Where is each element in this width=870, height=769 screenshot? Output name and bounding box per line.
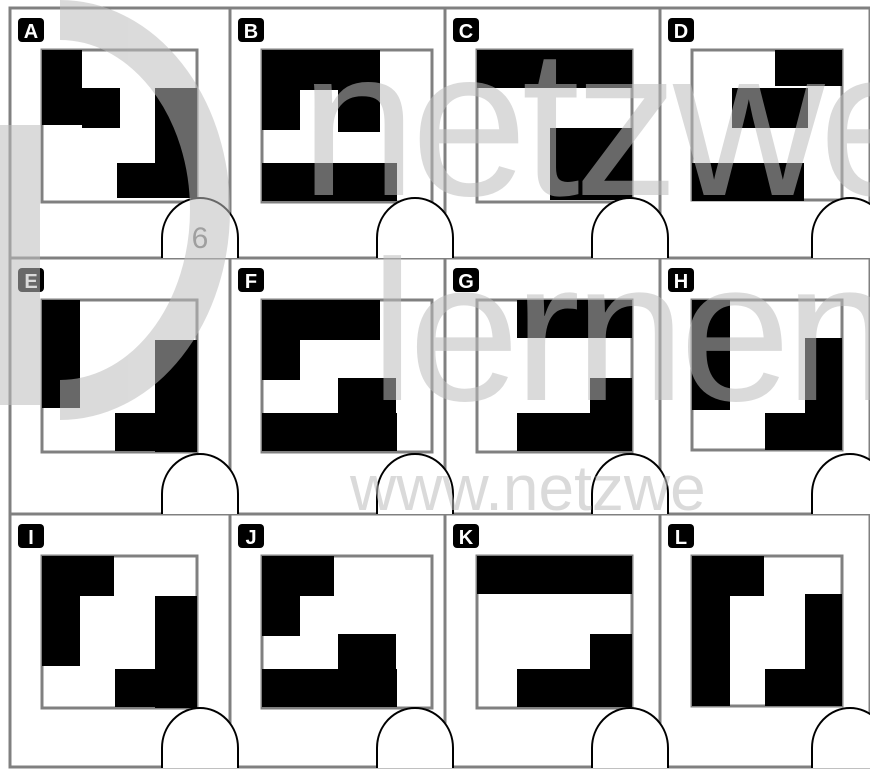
black-block (42, 596, 80, 666)
option-cell-a: A6 (18, 18, 238, 258)
arch (377, 198, 453, 258)
arch (592, 198, 668, 258)
black-block (262, 669, 397, 707)
black-block (477, 556, 632, 594)
black-block (262, 340, 300, 380)
arch (377, 708, 453, 768)
black-block (115, 669, 197, 707)
arch (162, 454, 238, 514)
option-label: J (245, 527, 256, 549)
arch (812, 198, 870, 258)
black-block (262, 596, 300, 636)
black-block (262, 163, 397, 201)
option-cell-h: H (668, 268, 870, 514)
option-label: A (24, 21, 38, 43)
option-label: I (28, 527, 34, 549)
black-block (517, 669, 632, 707)
option-label: G (458, 271, 474, 293)
option-cell-c: C (453, 18, 668, 258)
black-block (82, 88, 120, 128)
option-cell-f: F (238, 268, 453, 514)
arch (592, 454, 668, 514)
black-block (550, 128, 632, 200)
option-label: E (24, 271, 37, 293)
option-label: F (245, 271, 257, 293)
black-block (692, 596, 730, 706)
black-block (692, 163, 804, 201)
black-block (42, 556, 114, 596)
black-block (775, 50, 842, 86)
option-cell-b: B (238, 18, 453, 258)
black-block (262, 90, 300, 130)
option-label: H (674, 271, 688, 293)
option-cell-g: G (453, 268, 668, 514)
black-block (262, 556, 334, 596)
black-block (262, 300, 380, 340)
black-block (517, 300, 632, 338)
black-block (115, 413, 197, 451)
black-block (732, 88, 808, 128)
arch (162, 708, 238, 768)
option-cell-e: E (18, 268, 238, 514)
option-label: L (675, 527, 687, 549)
option-cell-d: D (668, 18, 870, 258)
black-block (262, 413, 397, 451)
black-block (765, 413, 842, 450)
black-block (338, 90, 380, 132)
black-block (117, 163, 197, 198)
black-block (517, 413, 632, 451)
black-block (765, 669, 842, 706)
arch (812, 708, 870, 768)
black-block (42, 50, 82, 125)
black-block (262, 50, 380, 90)
option-label: D (674, 21, 688, 43)
black-block (692, 556, 764, 596)
option-label: B (244, 21, 258, 43)
arch (592, 708, 668, 768)
arch-number: 6 (192, 222, 209, 255)
black-block (692, 300, 730, 410)
black-block (477, 50, 632, 88)
option-cell-i: I (18, 524, 238, 768)
black-block (42, 300, 80, 408)
option-cell-j: J (238, 524, 453, 768)
option-cell-l: L (668, 524, 870, 768)
option-label: K (459, 527, 474, 549)
arch (377, 454, 453, 514)
arch (812, 454, 870, 514)
option-label: C (459, 21, 473, 43)
option-cell-k: K (453, 524, 668, 768)
